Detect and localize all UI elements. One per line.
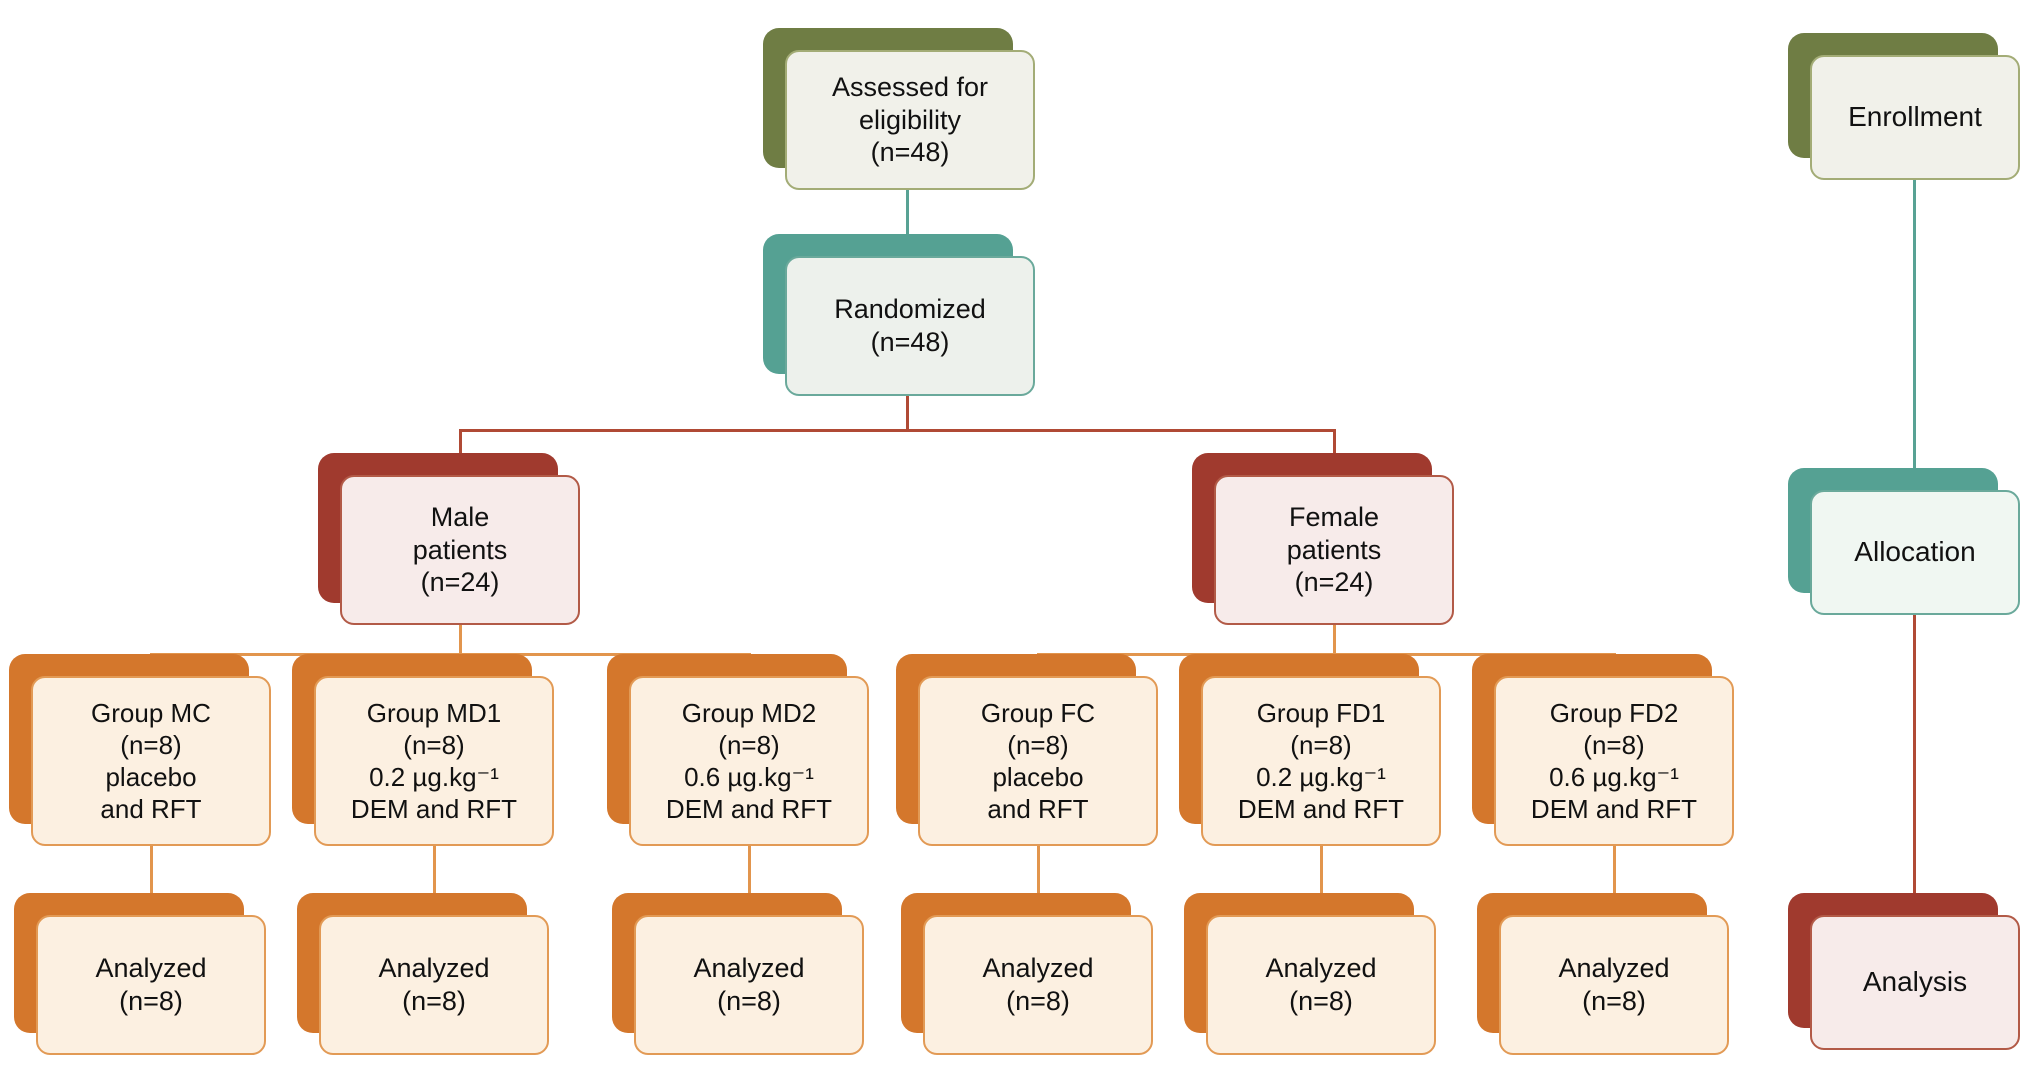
- male-patients-text: Male patients (n=24): [412, 501, 508, 598]
- group-fd2-box: Group FD2 (n=8) 0.6 µg.kg⁻¹ DEM and RFT: [1472, 654, 1734, 846]
- group-fd2-box-face: Group FD2 (n=8) 0.6 µg.kg⁻¹ DEM and RFT: [1494, 676, 1734, 846]
- stage-analysis-box-face: Analysis: [1810, 915, 2020, 1050]
- group-md1-text: Group MD1 (n=8) 0.2 µg.kg⁻¹ DEM and RFT: [350, 697, 518, 825]
- male-patients-box: Male patients (n=24): [318, 453, 580, 625]
- connector-md2-analyzed: [748, 846, 751, 915]
- analyzed-md2-text: Analyzed (n=8): [693, 953, 805, 1016]
- group-md2-box-face: Group MD2 (n=8) 0.6 µg.kg⁻¹ DEM and RFT: [629, 676, 869, 846]
- stage-analysis-box: Analysis: [1788, 893, 2020, 1050]
- stage-analysis-label: Analysis: [1862, 966, 1968, 998]
- analyzed-fd2-box-face: Analyzed (n=8): [1499, 915, 1729, 1055]
- analyzed-fd1-text: Analyzed (n=8): [1265, 953, 1377, 1016]
- stage-enrollment-box-face: Enrollment: [1810, 55, 2020, 180]
- female-patients-text: Female patients (n=24): [1286, 501, 1382, 598]
- group-fc-box-face: Group FC (n=8) placebo and RFT: [918, 676, 1158, 846]
- analyzed-md2-box: Analyzed (n=8): [612, 893, 864, 1055]
- group-fd1-text: Group FD1 (n=8) 0.2 µg.kg⁻¹ DEM and RFT: [1237, 697, 1405, 825]
- analyzed-mc-box: Analyzed (n=8): [14, 893, 266, 1055]
- group-md2-box: Group MD2 (n=8) 0.6 µg.kg⁻¹ DEM and RFT: [607, 654, 869, 846]
- group-md1-box: Group MD1 (n=8) 0.2 µg.kg⁻¹ DEM and RFT: [292, 654, 554, 846]
- connector-fc-analyzed: [1037, 846, 1040, 915]
- group-fd1-box: Group FD1 (n=8) 0.2 µg.kg⁻¹ DEM and RFT: [1179, 654, 1441, 846]
- group-mc-box-face: Group MC (n=8) placebo and RFT: [31, 676, 271, 846]
- connector-md1-analyzed: [433, 846, 436, 915]
- analyzed-md1-text: Analyzed (n=8): [378, 953, 490, 1016]
- group-fc-box: Group FC (n=8) placebo and RFT: [896, 654, 1158, 846]
- analyzed-md1-box-face: Analyzed (n=8): [319, 915, 549, 1055]
- analyzed-md2-box-face: Analyzed (n=8): [634, 915, 864, 1055]
- connector-randomized-split: [906, 395, 909, 431]
- group-fd1-box-face: Group FD1 (n=8) 0.2 µg.kg⁻¹ DEM and RFT: [1201, 676, 1441, 846]
- stage-enrollment-label: Enrollment: [1848, 101, 1982, 133]
- group-fd2-text: Group FD2 (n=8) 0.6 µg.kg⁻¹ DEM and RFT: [1530, 697, 1698, 825]
- female-patients-box: Female patients (n=24): [1192, 453, 1454, 625]
- female-patients-box-face: Female patients (n=24): [1214, 475, 1454, 625]
- group-mc-box: Group MC (n=8) placebo and RFT: [9, 654, 271, 846]
- group-mc-text: Group MC (n=8) placebo and RFT: [91, 697, 211, 825]
- randomized-text: Randomized (n=48): [834, 294, 986, 357]
- connector-mc-analyzed: [150, 846, 153, 915]
- male-patients-box-face: Male patients (n=24): [340, 475, 580, 625]
- assessed-box: Assessed for eligibility (n=48): [763, 28, 1035, 190]
- connector-assessed-randomized: [906, 190, 909, 256]
- stage-allocation-box: Allocation: [1788, 468, 2020, 615]
- analyzed-fd1-box-face: Analyzed (n=8): [1206, 915, 1436, 1055]
- connector-split-female: [1333, 429, 1336, 475]
- analyzed-fc-text: Analyzed (n=8): [982, 953, 1094, 1016]
- analyzed-fc-box-face: Analyzed (n=8): [923, 915, 1153, 1055]
- connector-fd2-analyzed: [1613, 846, 1616, 915]
- analyzed-fd2-text: Analyzed (n=8): [1558, 953, 1670, 1016]
- group-md2-text: Group MD2 (n=8) 0.6 µg.kg⁻¹ DEM and RFT: [665, 697, 833, 825]
- assessed-box-face: Assessed for eligibility (n=48): [785, 50, 1035, 190]
- stage-allocation-box-face: Allocation: [1810, 490, 2020, 615]
- analyzed-mc-text: Analyzed (n=8): [95, 953, 207, 1016]
- connector-enrollment-allocation: [1913, 180, 1916, 490]
- analyzed-mc-box-face: Analyzed (n=8): [36, 915, 266, 1055]
- group-fc-text: Group FC (n=8) placebo and RFT: [980, 697, 1096, 825]
- stage-allocation-label: Allocation: [1854, 536, 1976, 568]
- analyzed-fd2-box: Analyzed (n=8): [1477, 893, 1729, 1055]
- assessed-text: Assessed for eligibility (n=48): [831, 71, 989, 168]
- analyzed-fd1-box: Analyzed (n=8): [1184, 893, 1436, 1055]
- stage-enrollment-box: Enrollment: [1788, 33, 2020, 180]
- analyzed-md1-box: Analyzed (n=8): [297, 893, 549, 1055]
- group-md1-box-face: Group MD1 (n=8) 0.2 µg.kg⁻¹ DEM and RFT: [314, 676, 554, 846]
- connector-female-drop: [1333, 625, 1336, 656]
- connector-split-horizontal: [459, 429, 1336, 432]
- connector-male-drop: [459, 625, 462, 656]
- connector-allocation-analysis: [1913, 615, 1916, 915]
- analyzed-fc-box: Analyzed (n=8): [901, 893, 1153, 1055]
- randomized-box: Randomized (n=48): [763, 234, 1035, 396]
- connector-fd1-analyzed: [1320, 846, 1323, 915]
- randomized-box-face: Randomized (n=48): [785, 256, 1035, 396]
- connector-split-male: [459, 429, 462, 475]
